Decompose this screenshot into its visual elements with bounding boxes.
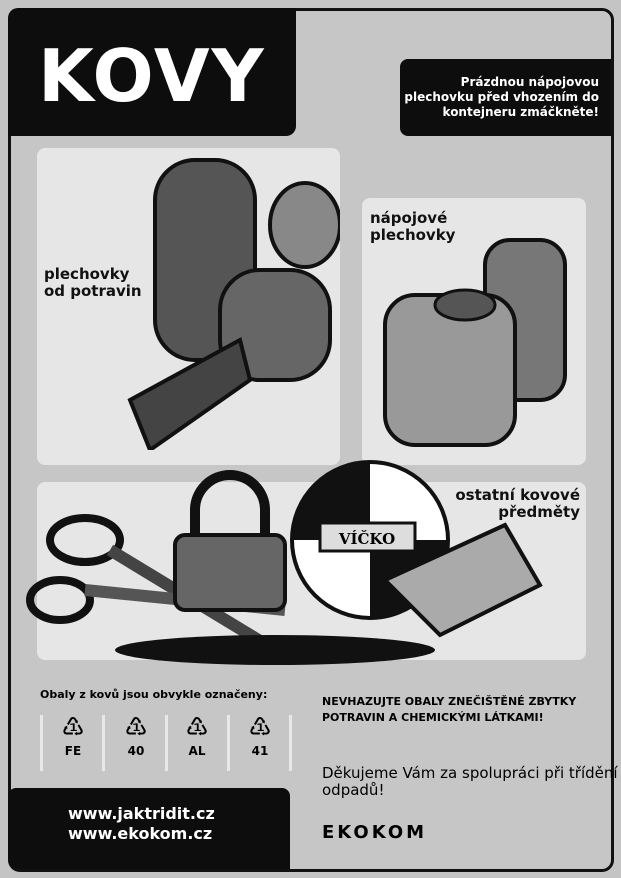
code-label: 40 <box>127 744 145 758</box>
recycle-code-fe: ♳FE <box>47 712 99 772</box>
recycle-triangle-icon: ♳ <box>61 713 85 743</box>
label-food-cans: plechovky od potravin <box>44 265 142 300</box>
recycle-triangle-icon: ♳ <box>185 713 209 743</box>
crush-note: Prázdnou nápojovou plechovku před vhozen… <box>404 75 599 119</box>
warning-text: NEVHAZUJTE OBALY ZNEČIŠTĚNÉ ZBYTKY POTRA… <box>322 695 577 724</box>
recycle-code-al: ♳AL <box>171 712 223 772</box>
divider <box>102 715 105 771</box>
recycle-triangle-icon: ♳ <box>248 713 272 743</box>
poster-title: KOVY <box>38 34 266 118</box>
note-box: Prázdnou nápojovou plechovku před vhozen… <box>400 59 611 136</box>
drink-cans-illustration <box>383 238 567 447</box>
recycle-code-40: ♳40 <box>110 712 162 772</box>
food-cans-illustration <box>127 158 340 450</box>
divider <box>289 715 292 771</box>
code-label: AL <box>188 744 206 758</box>
ekokom-logo: EKOKOM <box>322 822 428 843</box>
divider <box>227 715 230 771</box>
divider <box>40 715 43 771</box>
code-label: FE <box>64 744 82 758</box>
website-link[interactable]: www.ekokom.cz <box>68 824 213 843</box>
lid-label: VÍČKO <box>338 530 395 548</box>
other-metal-illustration: VÍČKO <box>26 460 543 665</box>
recycle-triangle-icon: ♳ <box>124 713 148 743</box>
recycle-code-41: ♳41 <box>234 712 286 772</box>
marking-heading: Obaly z kovů jsou obvykle označeny: <box>40 688 268 701</box>
thanks-text: Děkujeme Vám za spolupráci při třídění o… <box>322 764 618 799</box>
title-box: KOVY <box>8 8 296 136</box>
divider <box>165 715 168 771</box>
label-drink-cans: nápojové plechovky <box>370 209 456 244</box>
label-other-metal: ostatní kovové předměty <box>455 486 580 521</box>
code-label: 41 <box>251 744 269 758</box>
website-link[interactable]: www.jaktridit.cz <box>68 804 215 823</box>
